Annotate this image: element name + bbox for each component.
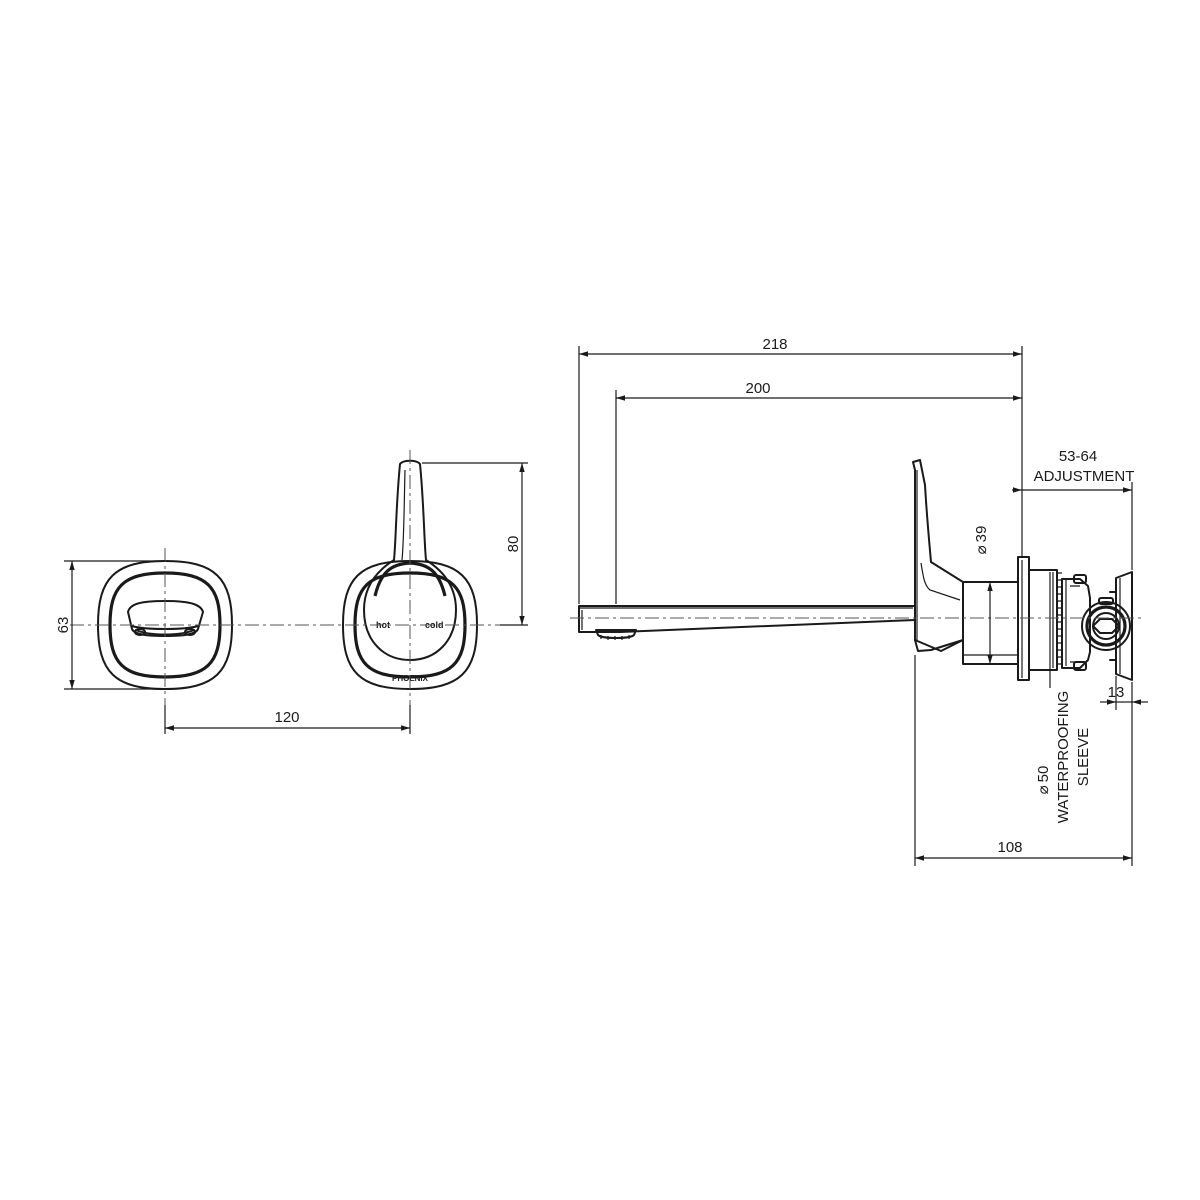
- body-offset-value: 13: [1108, 684, 1125, 701]
- valve-housing: [1061, 578, 1091, 669]
- sleeve-label-line-1: WATERPROOFING: [1055, 691, 1072, 824]
- diameter-symbol: ⌀: [973, 545, 990, 554]
- dimension-centres: 120: [164, 705, 411, 734]
- adjustment-range-value: 53-64: [1059, 448, 1097, 465]
- aerator-right-lug: [184, 628, 196, 636]
- sleeve-label-line-2: SLEEVE: [1075, 728, 1092, 786]
- centres-value: 120: [274, 709, 299, 726]
- svg-text:⌀39: ⌀ 39: [973, 526, 990, 555]
- mixer-lever-highlight: [401, 469, 406, 561]
- inlet-connector-outer: [1081, 601, 1131, 651]
- adjustment-label: ADJUSTMENT: [1034, 468, 1135, 485]
- waterproofing-sleeve: [1028, 569, 1058, 671]
- dimension-adjustment: 53-64 ADJUSTMENT: [1012, 448, 1134, 570]
- mixer-lever: [363, 459, 457, 661]
- svg-text:⌀50: ⌀ 50: [1035, 766, 1052, 795]
- dimension-handle-height: 80: [422, 462, 528, 626]
- plate-height-value: 63: [55, 617, 72, 634]
- total-depth-value: 108: [997, 839, 1022, 856]
- dimension-plate-height: 63: [55, 560, 165, 690]
- aerator-left-lug: [134, 628, 146, 636]
- sleeve-diameter-value: 50: [1035, 766, 1052, 783]
- spout-length-value: 200: [745, 380, 770, 397]
- spout-aerator-side: [595, 629, 637, 639]
- mixer-lever-side: [912, 459, 964, 652]
- dimension-overall-length: 218: [578, 336, 1023, 604]
- handle-height-value: 80: [505, 536, 522, 553]
- dimension-pipe-diameter: ⌀ 39: [973, 526, 998, 665]
- pipe-diameter-value: 39: [973, 526, 990, 543]
- inlet-connector-ring: [1085, 605, 1127, 647]
- housing-lug-bottom: [1073, 661, 1087, 671]
- sleeve-diameter-symbol: ⌀: [1035, 785, 1052, 794]
- sleeve-threads: [1049, 572, 1062, 668]
- housing-lug-top: [1073, 574, 1087, 584]
- dimension-sleeve-diameter: ⌀ 50 WATERPROOFING SLEEVE: [1035, 668, 1092, 823]
- dimension-spout-length: 200: [615, 380, 1022, 604]
- side-view: [578, 459, 1133, 681]
- spout-body: [578, 605, 916, 633]
- overall-length-value: 218: [762, 336, 787, 353]
- dimension-body-offset: 13: [1100, 676, 1148, 710]
- cold-marking: cold: [425, 620, 444, 630]
- spout-outlet: [127, 600, 204, 637]
- dimension-total-depth: 108: [914, 655, 1133, 866]
- inlet-connector-bar: [1092, 618, 1120, 634]
